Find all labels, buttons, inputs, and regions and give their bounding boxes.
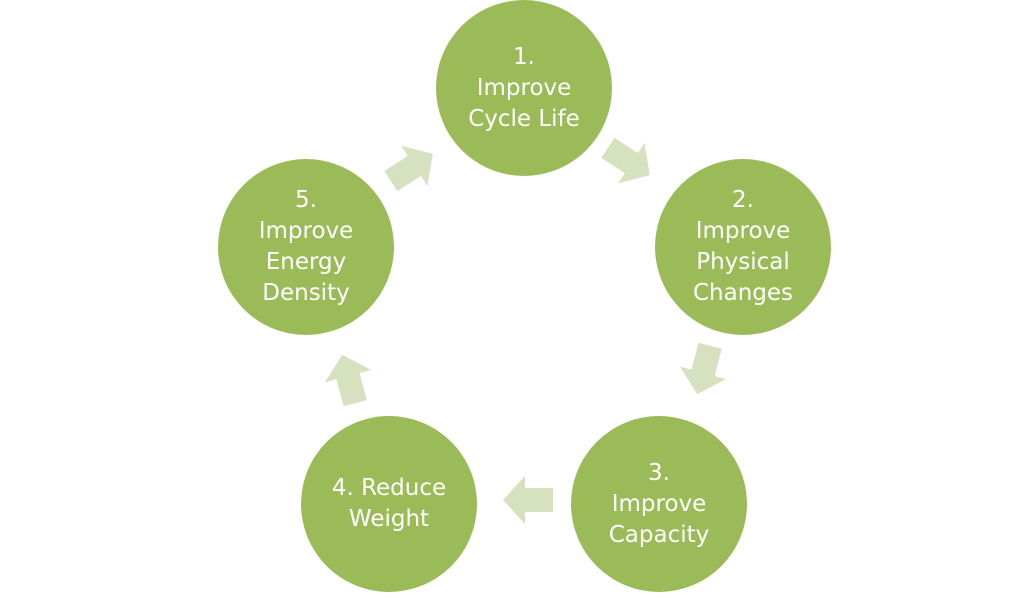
flow-arrow-3-to-4 bbox=[503, 476, 553, 524]
cycle-node-improve-cycle-life: 1. Improve Cycle Life bbox=[436, 0, 612, 176]
cycle-node-label: 3. Improve Capacity bbox=[608, 459, 710, 548]
cycle-node-label: 1. Improve Cycle Life bbox=[468, 43, 580, 132]
cycle-node-improve-energy-density: 5. Improve Energy Density bbox=[218, 159, 394, 335]
cycle-node-improve-physical-changes: 2. Improve Physical Changes bbox=[655, 159, 831, 335]
flow-arrow-2-to-3 bbox=[679, 342, 727, 395]
flow-arrow-4-to-5 bbox=[324, 354, 372, 407]
cycle-node-label: 2. Improve Physical Changes bbox=[692, 187, 794, 306]
cycle-node-improve-capacity: 3. Improve Capacity bbox=[571, 416, 747, 592]
flow-arrow-1-to-2 bbox=[601, 137, 650, 184]
cycle-node-reduce-weight: 4. Reduce Weight bbox=[301, 416, 477, 592]
cycle-node-label: 5. Improve Energy Density bbox=[258, 187, 354, 306]
flow-arrow-5-to-1 bbox=[384, 145, 433, 192]
cycle-node-label: 4. Reduce Weight bbox=[331, 475, 447, 532]
